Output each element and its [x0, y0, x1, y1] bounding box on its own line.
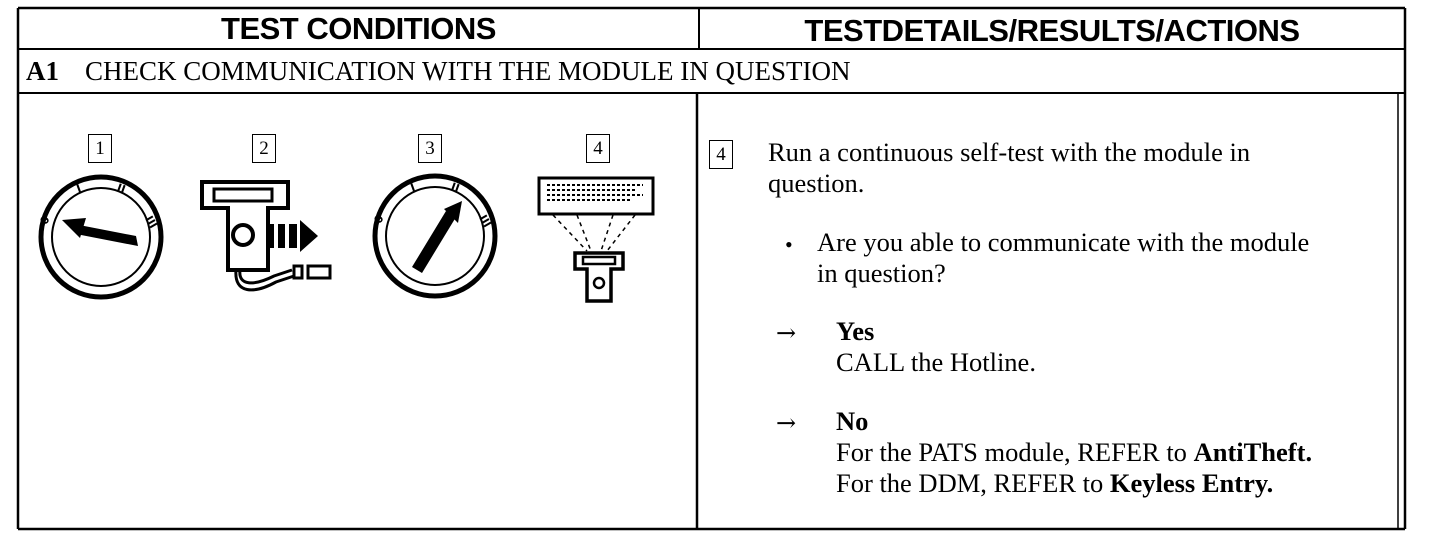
svg-text:III: III	[476, 213, 493, 230]
svg-text:III: III	[142, 214, 159, 231]
antitheft-reference-link[interactable]: AntiTheft.	[1193, 437, 1313, 467]
instruction-line-1: Run a continuous self-test with the modu…	[768, 137, 1251, 167]
instruction-line-2: question.	[768, 168, 865, 198]
svg-text:I: I	[409, 181, 417, 195]
svg-text:I: I	[75, 182, 83, 196]
scan-tool-display-icon	[537, 176, 655, 303]
illustration-number-3: 3	[418, 134, 442, 163]
illustration-number-4: 4	[586, 134, 610, 163]
question-line-2: in question?	[817, 258, 946, 288]
illustration-number-1: 1	[88, 134, 112, 163]
no-arrow-icon: →	[776, 409, 797, 437]
step-code: A1	[26, 56, 59, 86]
detail-step-number: 4	[709, 140, 733, 169]
no-action-line-2: For the DDM, REFER to Keyless Entry.	[836, 468, 1273, 499]
scan-tool-connect-icon	[200, 180, 332, 292]
header-test-details: TESTDETAILS/RESULTS/ACTIONS	[804, 13, 1300, 48]
no-label: No	[836, 406, 869, 436]
question-bullet: •	[785, 232, 793, 257]
header-test-conditions: TEST CONDITIONS	[221, 11, 496, 46]
yes-action: CALL the Hotline.	[836, 347, 1036, 377]
ignition-switch-run-icon: 0 I II III	[371, 173, 498, 299]
no-action-line-1-text: For the PATS module, REFER to	[836, 437, 1187, 467]
question-line-1: Are you able to communicate with the mod…	[817, 227, 1310, 257]
no-action-line-2-text: For the DDM, REFER to	[836, 468, 1104, 498]
step-title: CHECK COMMUNICATION WITH THE MODULE IN Q…	[85, 56, 851, 86]
yes-arrow-icon: →	[776, 319, 797, 347]
keyless-entry-reference-link[interactable]: Keyless Entry.	[1109, 468, 1274, 498]
step-title-row: A1 CHECK COMMUNICATION WITH THE MODULE IN…	[26, 56, 850, 87]
yes-label: Yes	[836, 316, 875, 346]
no-action-line-1: For the PATS module, REFER to AntiTheft.	[836, 437, 1312, 468]
ignition-switch-off-icon: 0 I II III	[37, 174, 164, 300]
illustration-number-2: 2	[252, 134, 276, 163]
